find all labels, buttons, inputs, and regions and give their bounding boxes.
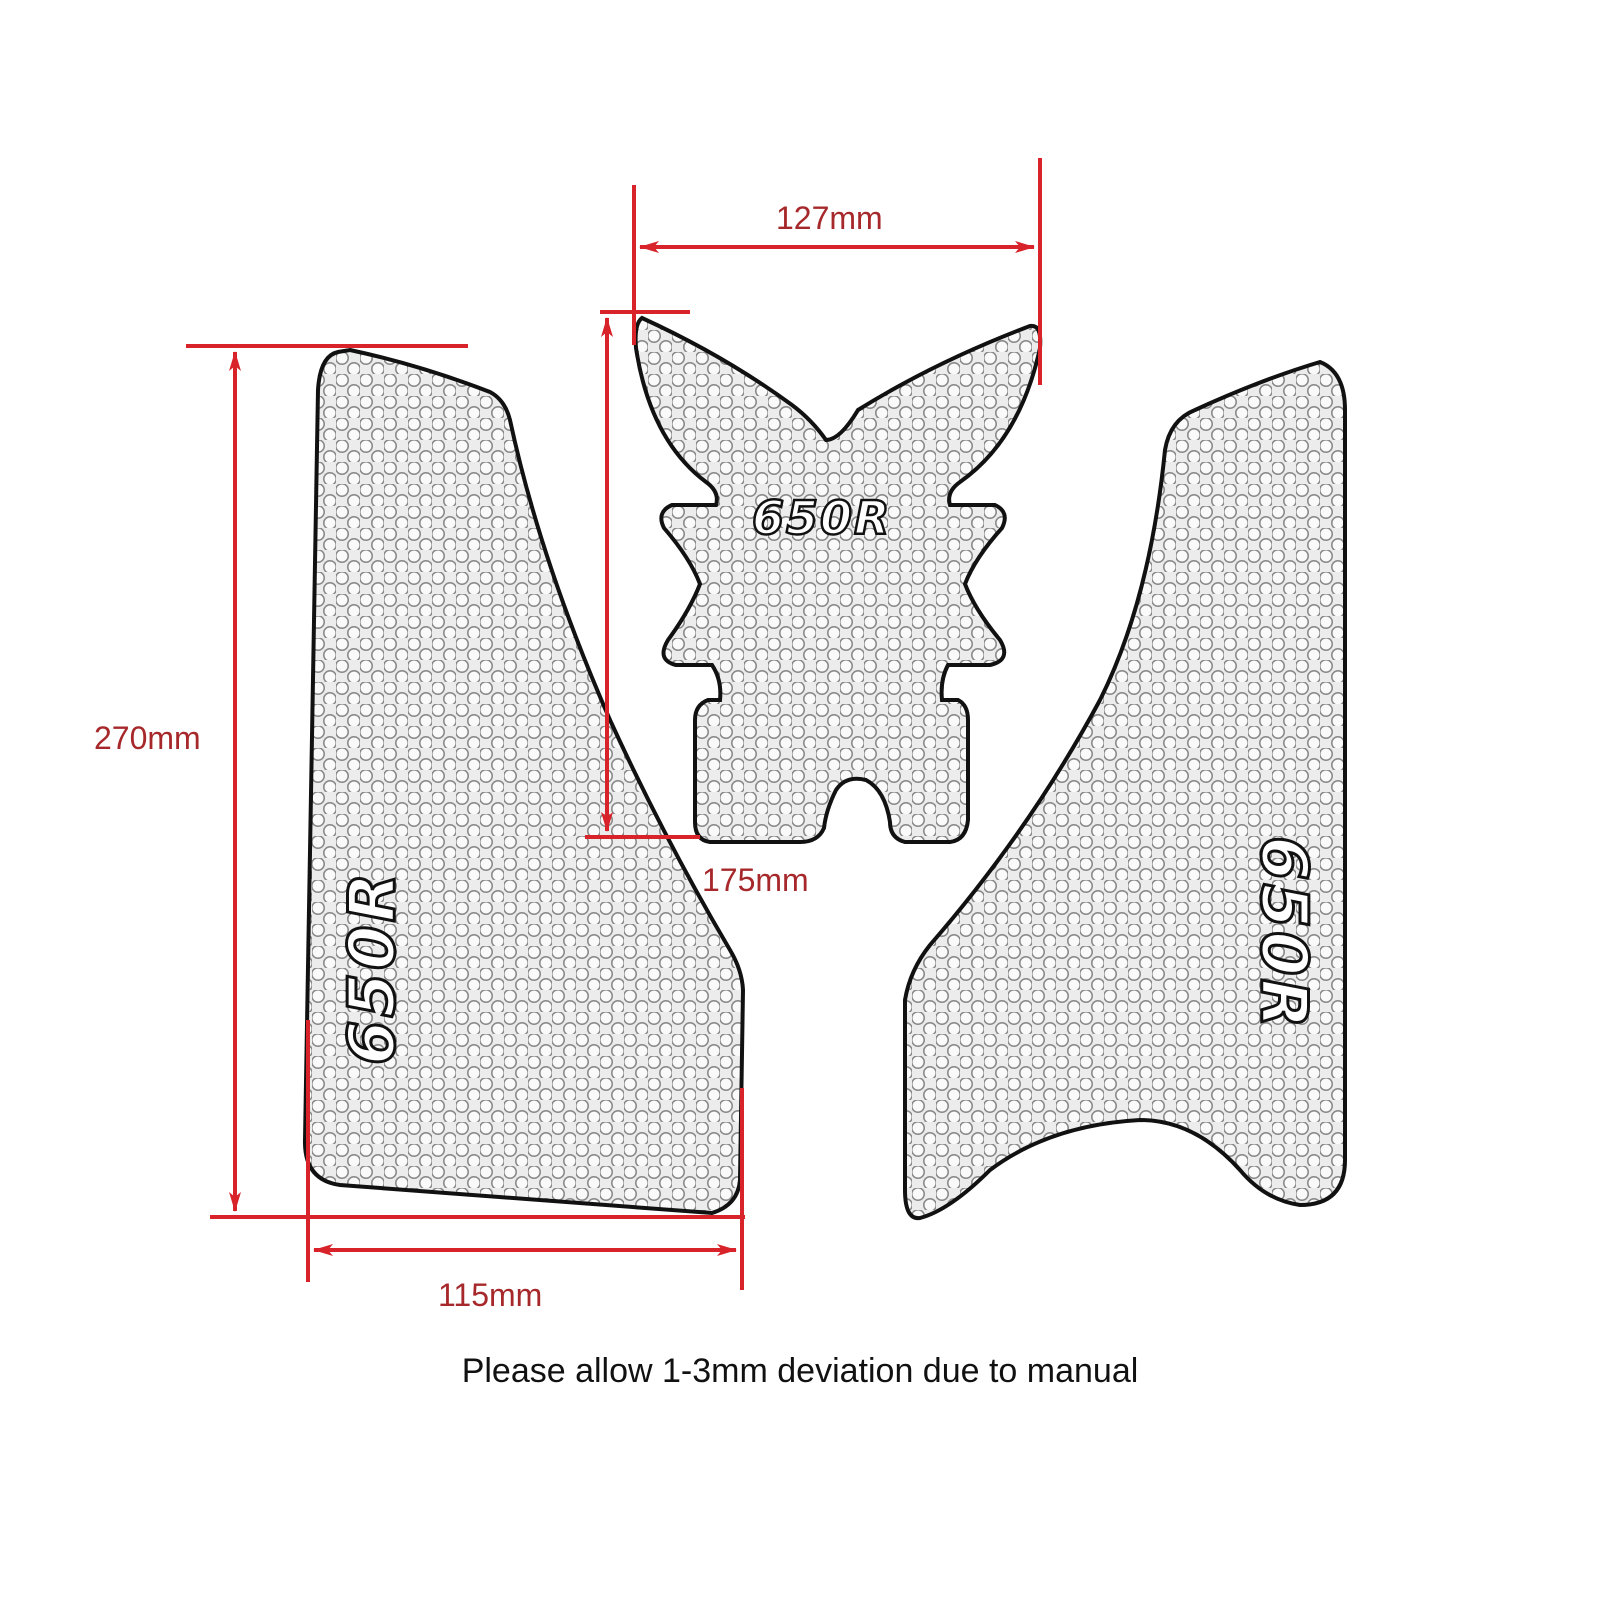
left-pad bbox=[302, 347, 746, 1216]
deviation-note: Please allow 1-3mm deviation due to manu… bbox=[461, 1352, 1139, 1390]
right-pad bbox=[903, 359, 1347, 1221]
top-width-label: 127mm bbox=[776, 200, 883, 236]
left-height-label: 270mm bbox=[94, 720, 201, 756]
center-logo: 650R bbox=[752, 491, 891, 545]
bottom-width-label: 115mm bbox=[438, 1277, 543, 1313]
right-logo: 650R bbox=[1246, 836, 1320, 1031]
center-height-label: 175mm bbox=[702, 862, 809, 898]
center-pad-shape bbox=[633, 315, 1043, 844]
left-logo: 650R bbox=[336, 870, 410, 1065]
